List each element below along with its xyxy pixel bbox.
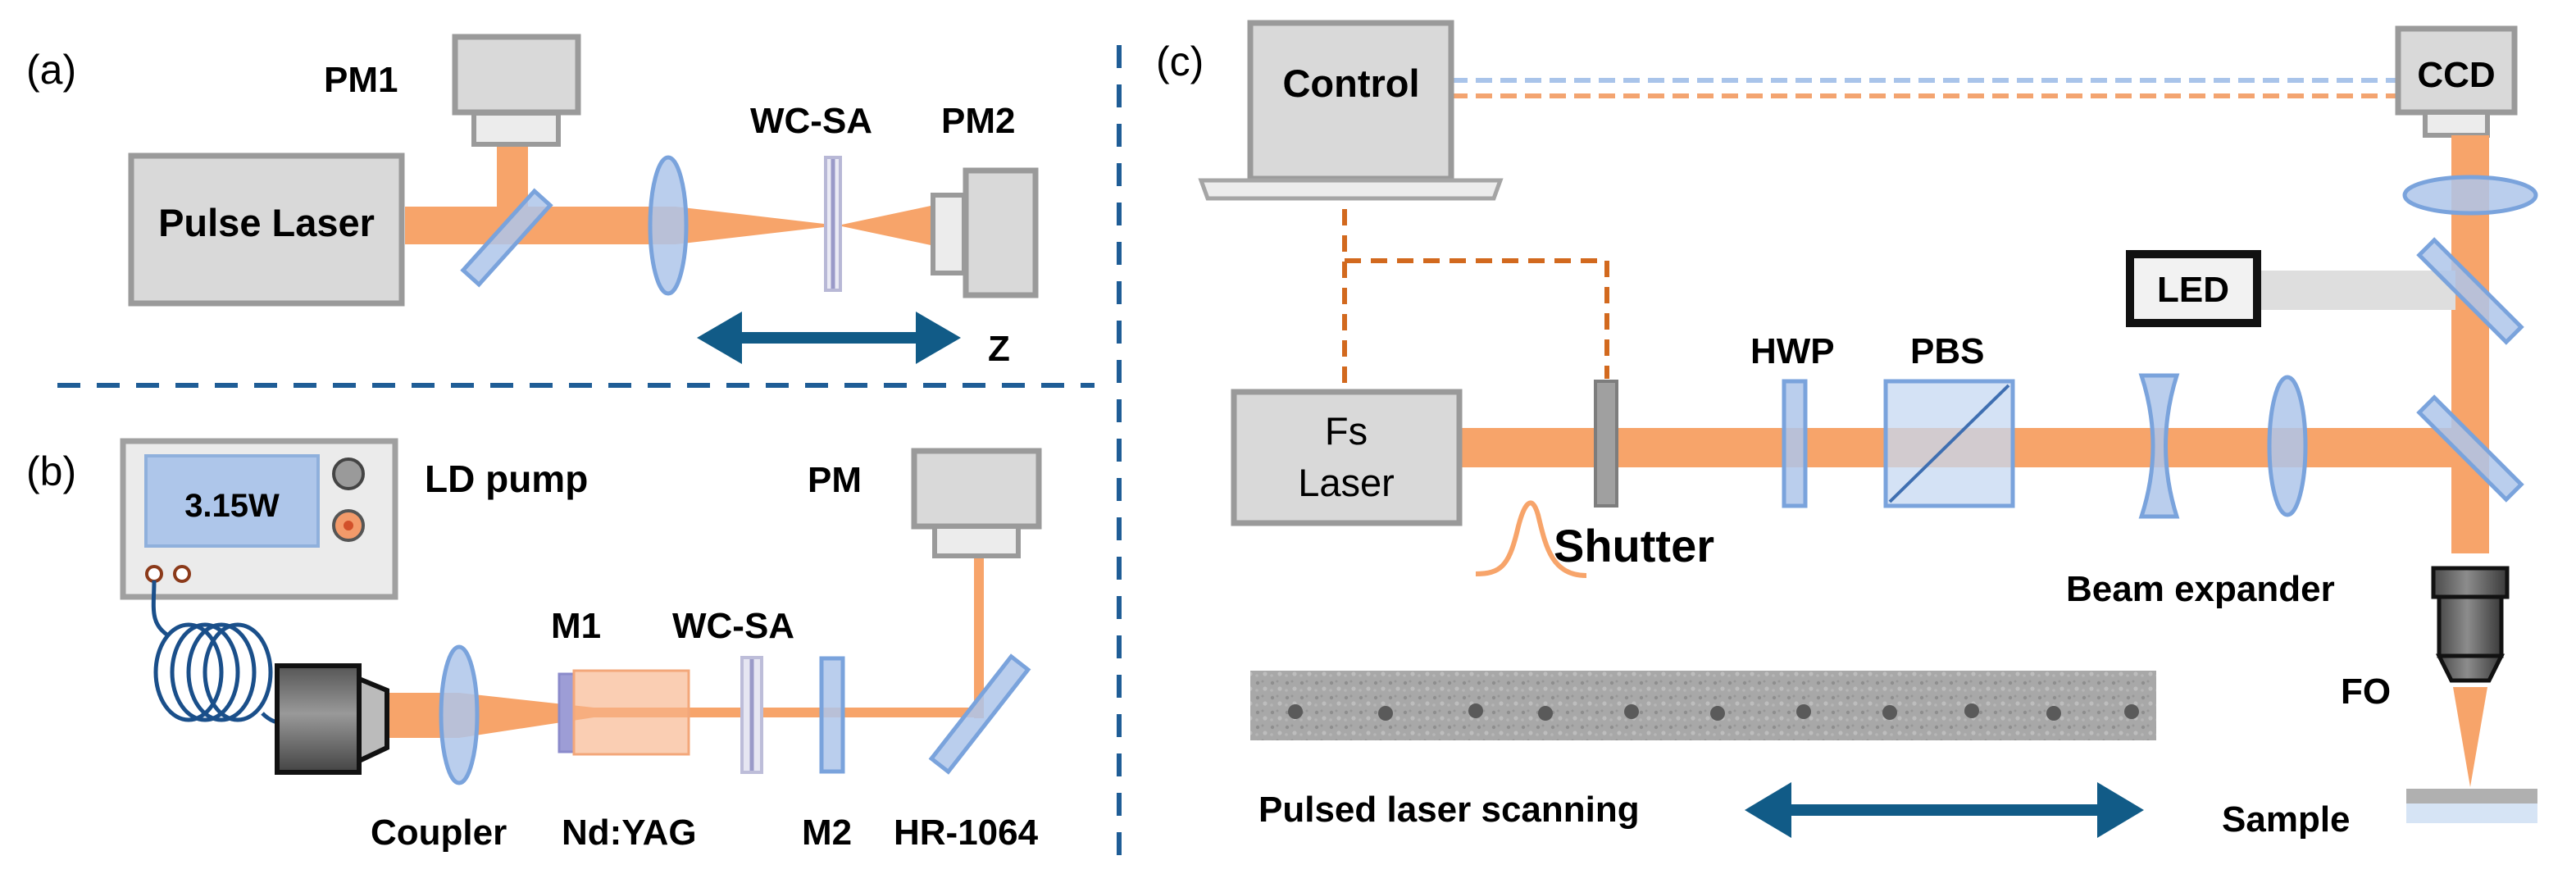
pm-head — [911, 448, 1042, 530]
beam-focus-a — [676, 207, 838, 244]
hr-1064-mirror — [928, 653, 1031, 775]
fo-label: FO — [2341, 671, 2391, 712]
expander-concave-lens — [2138, 373, 2180, 519]
control-label: Control — [1282, 61, 1419, 105]
control-signal-lines — [1342, 78, 2402, 394]
ccd-label: CCD — [2417, 55, 2495, 95]
fiber-coil — [151, 580, 288, 726]
ld-pump-port-right — [173, 565, 191, 583]
hwp-waveplate — [1782, 379, 1808, 508]
beam-up-b — [974, 548, 984, 718]
hr-1064-label: HR-1064 — [894, 813, 1039, 853]
panel-a: (a) Pulse Laser PM1 WC-SA PM2 Z — [26, 34, 1039, 369]
pulse-laser-box — [128, 152, 405, 307]
lens-a — [648, 155, 689, 296]
pulse-waveform — [1475, 500, 1587, 578]
pm1-sensor — [471, 111, 561, 147]
pm1-head — [452, 34, 581, 116]
fs-laser-label-2: Laser — [1298, 461, 1395, 504]
m1-mirror — [558, 672, 576, 753]
beam-expander-label: Beam expander — [2066, 569, 2335, 609]
fs-laser-label-1: Fs — [1325, 409, 1368, 453]
splitter-mirror-a — [460, 188, 553, 288]
scanning-label: Pulsed laser scanning — [1258, 790, 1640, 830]
pm2-sensor — [931, 193, 967, 275]
sample-top-layer — [2406, 789, 2537, 803]
wc-sa-label-a: WC-SA — [750, 101, 872, 141]
pm2-head — [963, 167, 1039, 298]
m2-mirror — [819, 656, 845, 774]
led-source — [2126, 250, 2261, 327]
shutter-label: Shutter — [1554, 520, 1714, 571]
hwp-label: HWP — [1750, 331, 1835, 371]
scanning-arrow — [1745, 782, 2144, 838]
scanned-surface-image — [1250, 671, 2156, 740]
pbs-label: PBS — [1910, 331, 1984, 371]
sample-label: Sample — [2222, 799, 2351, 840]
pm-sensor — [932, 524, 1021, 558]
panel-c-tag: (c) — [1156, 39, 1204, 84]
ccd-mount — [2423, 110, 2490, 138]
fs-laser-box — [1231, 389, 1463, 526]
wc-sa-label-b: WC-SA — [672, 606, 794, 646]
ld-pump-knob — [332, 457, 365, 490]
turning-mirror-lower — [2416, 394, 2524, 503]
m1-label: M1 — [551, 606, 601, 646]
ld-pump-display — [144, 454, 320, 548]
nd-yag-label: Nd:YAG — [562, 813, 697, 853]
shutter — [1594, 380, 1618, 508]
panel-b-tag: (b) — [26, 448, 76, 494]
tube-lens — [2402, 175, 2538, 216]
panel-b: (b) 3.15W LD pump M1 — [26, 438, 1042, 853]
ld-pump-display-value: 3.15W — [184, 488, 280, 524]
ld-pump-label: LD pump — [425, 457, 588, 500]
collimator-nose — [357, 675, 389, 765]
pm2-label: PM2 — [941, 101, 1015, 141]
pm-label: PM — [808, 460, 862, 500]
beam-focus-c — [2453, 687, 2487, 787]
z-axis-label: Z — [988, 329, 1010, 369]
panel-c: (c) Control CCD LED Fs — [1156, 20, 2538, 840]
m2-label: M2 — [802, 813, 852, 853]
expander-convex-lens — [2267, 375, 2308, 517]
pulse-laser-label: Pulse Laser — [158, 201, 375, 244]
led-label: LED — [2157, 270, 2229, 310]
ld-pump-port-left — [145, 565, 163, 583]
beam-diverge-a — [838, 205, 935, 246]
control-laptop-base — [1198, 178, 1504, 201]
collimator-body — [275, 663, 362, 775]
beam-focus-b — [459, 693, 631, 738]
z-scan-arrow — [697, 312, 961, 364]
focusing-objective — [2431, 566, 2510, 683]
coupler-label: Coupler — [371, 813, 507, 853]
nd-yag-crystal — [572, 669, 690, 756]
coupler-lens — [439, 644, 480, 785]
led-light-path — [2259, 271, 2455, 310]
sample-substrate — [2406, 803, 2537, 823]
pm1-label: PM1 — [324, 60, 398, 100]
panel-a-tag: (a) — [26, 47, 76, 93]
dichroic-mirror-upper — [2416, 237, 2524, 345]
